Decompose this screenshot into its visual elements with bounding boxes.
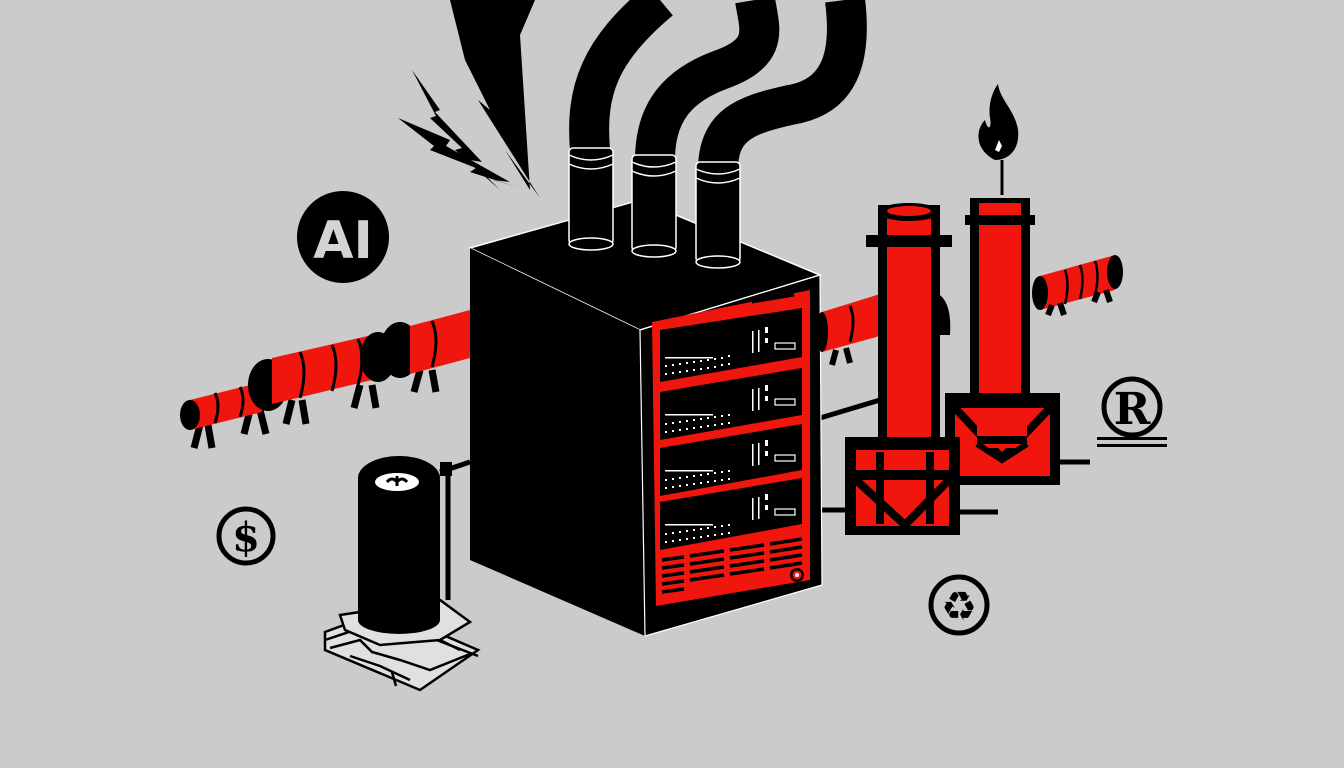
dollar-coin: $: [216, 506, 276, 566]
recycle-label: ♻: [941, 584, 977, 630]
pipeline-left: [180, 310, 470, 449]
storage-tank: [323, 456, 481, 692]
refinery-towers: [845, 84, 1060, 535]
lightning-bolt-small: [398, 118, 520, 188]
refinery-tower-right: [945, 84, 1060, 485]
recycle-badge: ♻: [928, 574, 990, 636]
ai-badge-label: AI: [313, 211, 373, 271]
ai-badge-icon: [297, 191, 389, 283]
registered-mark-label: R: [1114, 384, 1151, 435]
pipeline-right: [1032, 255, 1123, 317]
rack-unit-3: [660, 424, 802, 496]
exhaust-pipe-1: [569, 0, 673, 152]
registered-mark-icon: [1101, 376, 1163, 438]
exhaust-pipes: [568, 0, 867, 269]
exhaust-pipe-2: [635, 0, 780, 161]
lightning-bolt-medium: [412, 70, 500, 190]
ai-badge: AI: [297, 191, 389, 283]
server-rack: [467, 199, 823, 637]
flame-icon: [978, 84, 1019, 160]
pipeline-legs: [190, 369, 440, 449]
exhaust-pipe-3: [698, 0, 867, 172]
rack-unit-2: [660, 368, 802, 440]
rack-unit-1: [660, 308, 802, 382]
refinery-tower-left: [845, 203, 960, 535]
server-vents: [661, 537, 803, 594]
lightning-bolt-large: [450, 0, 540, 198]
registered-mark: R: [1097, 376, 1167, 447]
rack-units: [660, 308, 802, 550]
lightning-bolts: [398, 0, 540, 198]
pipeline-middle: [816, 294, 880, 366]
recycle-icon: [928, 574, 990, 636]
rack-unit-4: [660, 478, 802, 550]
dollar-coin-label: $: [232, 514, 260, 561]
dollar-coin-icon: [216, 506, 276, 566]
